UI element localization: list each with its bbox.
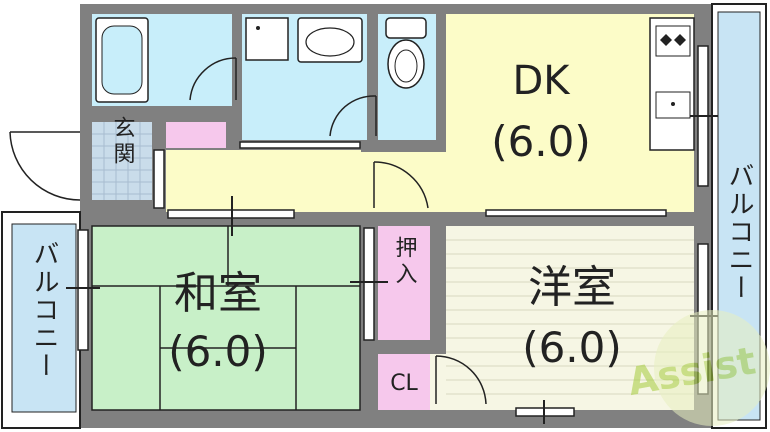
door-swings	[9, 57, 487, 405]
right-balcony-label: バルコニー	[724, 162, 754, 302]
entrance-label: 玄関	[110, 116, 135, 168]
entrance-area	[92, 122, 152, 200]
tatami-mats	[91, 225, 361, 411]
washitsu-room	[92, 226, 360, 410]
toilet-icon	[385, 17, 427, 89]
kitchen-counter	[649, 17, 695, 151]
yoshitsu-room-name: 洋室	[528, 262, 616, 313]
stove-icon	[660, 34, 686, 46]
left-balcony-label: バルコニー	[29, 240, 59, 380]
bathtub-icon	[95, 17, 149, 103]
sink-icon	[671, 102, 675, 106]
closet-label: CL	[390, 371, 418, 396]
left-balcony-floor	[11, 223, 77, 413]
yoshitsu-room-size: (6.0)	[522, 323, 622, 372]
yoshitsu-floor-lines	[446, 239, 694, 395]
closet-hall	[430, 354, 446, 410]
washing-machine-pan-icon	[245, 17, 289, 61]
hallway	[166, 150, 361, 212]
washitsu-room-name: 和室	[174, 268, 262, 319]
yoshitsu-room	[446, 226, 694, 410]
washitsu-room-size: (6.0)	[168, 327, 268, 376]
storage-small	[166, 122, 226, 148]
dk-room-name: DK	[512, 58, 571, 104]
dk-room-size: (6.0)	[491, 117, 591, 166]
oshiire-label: 押入	[392, 236, 418, 288]
wash-basin-icon	[297, 17, 363, 63]
closet-room	[378, 354, 430, 410]
entrance-tile-grid	[92, 122, 152, 200]
